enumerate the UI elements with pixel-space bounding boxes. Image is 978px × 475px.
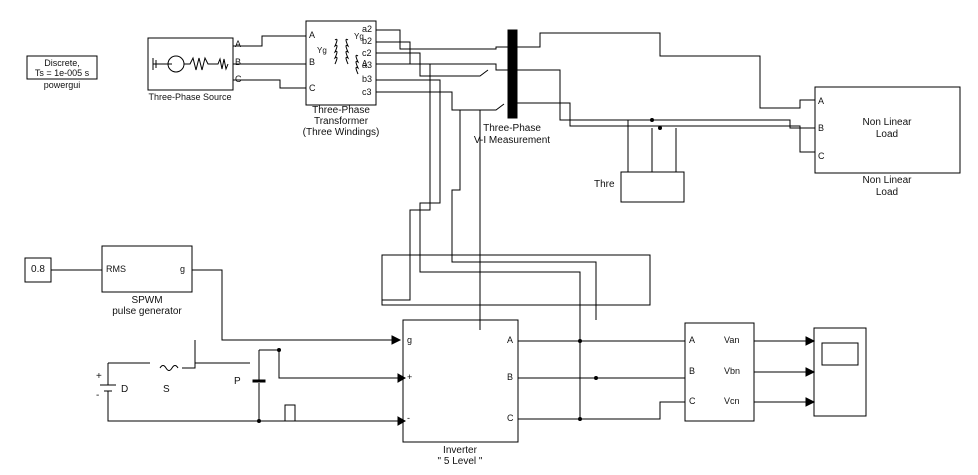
capacitor-plate-top bbox=[252, 379, 266, 383]
powergui-block bbox=[26, 55, 98, 80]
transformer-in-c: C bbox=[309, 83, 316, 93]
source-port-a: A bbox=[235, 39, 242, 49]
inverter-block bbox=[402, 319, 519, 443]
transformer-label-1: Three-Phase bbox=[312, 105, 370, 116]
inverter-label-2: " 5 Level " bbox=[437, 456, 483, 467]
transformer-out-c3: c3 bbox=[362, 87, 372, 97]
voltage-measurement-block bbox=[684, 322, 755, 422]
transformer-out-b3: b3 bbox=[362, 74, 373, 84]
inverter-out-c: C bbox=[507, 413, 514, 423]
load-label-1: Non Linear bbox=[862, 175, 912, 186]
inverter-out-b: B bbox=[507, 372, 514, 382]
inverter-out-a: A bbox=[507, 335, 514, 345]
vmeas-out-vbn: Vbn bbox=[724, 366, 741, 376]
inverter-in-plus: + bbox=[407, 372, 413, 382]
inverter-in-minus: - bbox=[407, 413, 410, 423]
load-inner-1: Non Linear bbox=[862, 117, 912, 128]
dc-label: D bbox=[121, 384, 129, 395]
vmeas-out-vcn: Vcn bbox=[724, 396, 740, 406]
load-port-c: C bbox=[818, 151, 825, 161]
transformer-in-b: B bbox=[309, 57, 316, 67]
spwm-label-1: SPWM bbox=[131, 295, 163, 306]
powergui-label: powergui bbox=[43, 80, 81, 90]
inverter-in-g: g bbox=[407, 335, 413, 345]
dc-plus: + bbox=[96, 371, 102, 382]
measurement-label-1: Three-Phase bbox=[483, 123, 541, 134]
powergui-line2: Ts = 1e-005 s bbox=[34, 68, 90, 78]
nonlinear-load-block bbox=[814, 86, 961, 174]
load-port-b: B bbox=[818, 123, 825, 133]
three-block-label: Thre bbox=[594, 179, 615, 190]
load-port-a: A bbox=[818, 96, 825, 106]
spwm-out-port: g bbox=[180, 264, 186, 274]
scope-block bbox=[813, 327, 867, 417]
transformer-label-3: (Three Windings) bbox=[302, 127, 380, 138]
cap-label: P bbox=[234, 376, 241, 387]
measurement-bar bbox=[507, 29, 518, 119]
dc-minus: - bbox=[96, 390, 100, 401]
inverter-label-1: Inverter bbox=[443, 445, 477, 456]
measurement-label-2: V-I Measurement bbox=[473, 135, 551, 146]
load-label-2: Load bbox=[875, 187, 899, 198]
transformer-in-a: A bbox=[309, 30, 316, 40]
winding-label-1: Yg bbox=[317, 46, 327, 55]
scope-screen bbox=[821, 342, 859, 366]
transformer-label-2: Transformer bbox=[313, 116, 369, 127]
transformer-out-a2: a2 bbox=[362, 24, 373, 34]
transformer-out-b2: b2 bbox=[362, 36, 373, 46]
source-label: Three-Phase Source bbox=[148, 92, 232, 102]
spwm-block bbox=[101, 245, 193, 293]
vmeas-out-van: Van bbox=[724, 335, 740, 345]
source-port-c: C bbox=[235, 74, 242, 84]
winding-label-2: Yg bbox=[354, 32, 364, 41]
load-inner-2: Load bbox=[875, 129, 899, 140]
constant-value: 0.8 bbox=[31, 264, 45, 275]
source-port-b: B bbox=[235, 57, 242, 67]
transformer-block bbox=[305, 20, 377, 106]
transformer-out-a3: a3 bbox=[362, 60, 373, 70]
transformer-out-c2: c2 bbox=[362, 48, 372, 58]
three-block bbox=[620, 171, 685, 203]
vmeas-in-c: C bbox=[689, 396, 696, 406]
spwm-in-port: RMS bbox=[106, 264, 126, 274]
powergui-line1: Discrete, bbox=[44, 58, 80, 68]
vmeas-in-a: A bbox=[689, 335, 696, 345]
vmeas-in-b: B bbox=[689, 366, 696, 376]
switch-label: S bbox=[163, 384, 170, 395]
winding-label-3: Δ bbox=[362, 59, 368, 68]
spwm-label-2: pulse generator bbox=[112, 306, 182, 317]
